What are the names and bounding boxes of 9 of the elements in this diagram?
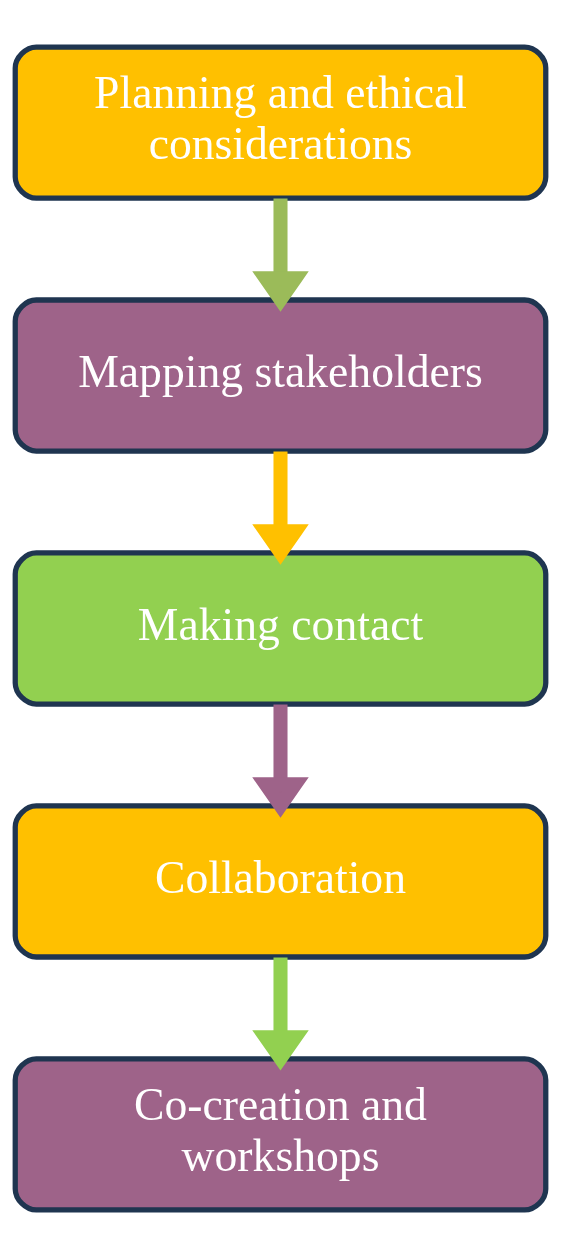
arrow	[252, 198, 309, 312]
node-box: Planning and ethical considerations	[12, 44, 549, 201]
arrow	[252, 704, 309, 818]
node-box: Co-creation and workshops	[12, 1056, 549, 1213]
node-box: Making contact	[12, 550, 549, 707]
arrow	[252, 451, 309, 565]
node-box: Collaboration	[12, 803, 549, 960]
node-box: Mapping stakeholders	[12, 297, 549, 454]
arrow	[252, 957, 309, 1071]
